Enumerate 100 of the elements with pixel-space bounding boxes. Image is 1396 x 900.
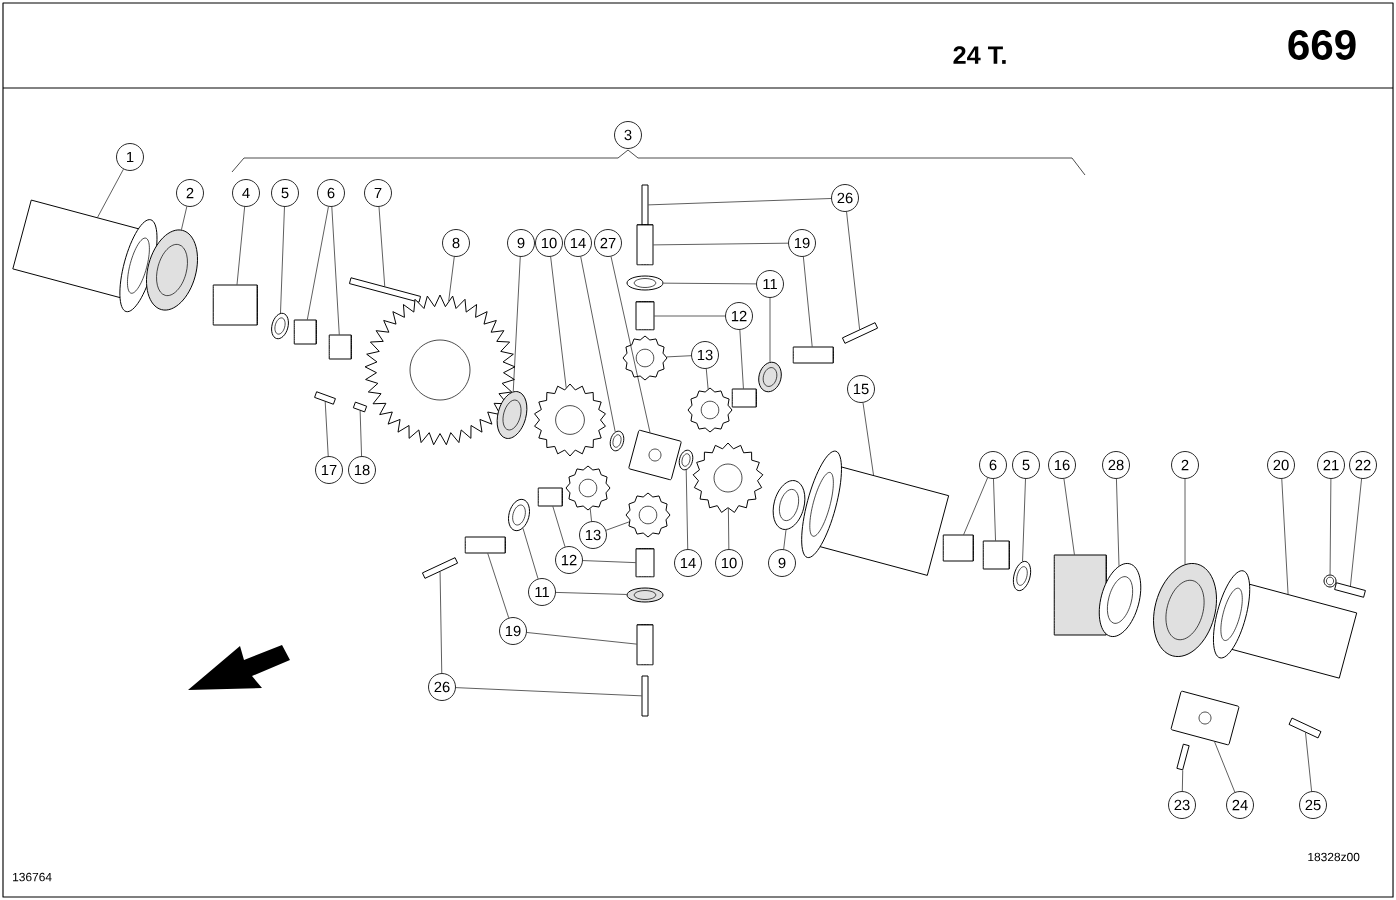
bolt xyxy=(1176,743,1190,771)
callout-number: 19 xyxy=(788,229,816,257)
leader-line xyxy=(846,211,860,330)
callout-number: 6 xyxy=(979,451,1007,479)
callout-number: 1 xyxy=(116,143,144,171)
leader-line xyxy=(97,168,124,218)
bushing xyxy=(635,301,655,331)
leader-line xyxy=(653,242,789,246)
bushing xyxy=(942,534,974,562)
page-number: 669 xyxy=(1288,30,1356,60)
callout-number: 9 xyxy=(768,549,796,577)
leader-line xyxy=(654,315,726,317)
callout-number: 2 xyxy=(1171,451,1199,479)
callout-number: 10 xyxy=(715,549,743,577)
leader-line xyxy=(439,571,443,674)
callout-number: 12 xyxy=(725,302,753,330)
bolt xyxy=(348,277,422,303)
callout-number: 3 xyxy=(614,121,642,149)
leader-line xyxy=(993,478,996,541)
ring xyxy=(758,361,782,393)
callout-number: 12 xyxy=(555,546,583,574)
bushing xyxy=(328,334,352,360)
gear xyxy=(364,294,516,446)
ring xyxy=(678,449,694,471)
leader-line xyxy=(181,206,188,230)
leader-line xyxy=(582,560,636,563)
callout-number: 15 xyxy=(847,375,875,403)
ring xyxy=(508,498,530,532)
leader-line xyxy=(783,529,787,550)
leader-line xyxy=(589,508,592,522)
bushing xyxy=(982,540,1010,570)
gear xyxy=(534,383,606,457)
callout-number: 23 xyxy=(1168,791,1196,819)
bushing xyxy=(212,284,258,326)
bolt xyxy=(314,391,336,405)
leader-line xyxy=(803,256,813,347)
bushing xyxy=(635,548,655,578)
bolt xyxy=(352,401,368,413)
leader-line xyxy=(1350,478,1362,587)
leader-line xyxy=(236,206,245,285)
callout-number: 7 xyxy=(364,179,392,207)
ring xyxy=(1098,562,1142,638)
leader-line xyxy=(307,206,329,320)
leader-line xyxy=(555,592,627,595)
callout-number: 9 xyxy=(507,229,535,257)
bushing xyxy=(537,487,563,507)
callout-number: 14 xyxy=(564,229,592,257)
leader-line xyxy=(552,506,566,547)
part xyxy=(1170,690,1240,746)
bolt xyxy=(1334,582,1366,598)
callout-number: 11 xyxy=(756,270,784,298)
leader-line xyxy=(1214,741,1236,793)
callout-number: 11 xyxy=(528,578,556,606)
bolt xyxy=(421,557,459,579)
leader-line xyxy=(648,198,832,206)
bolt xyxy=(1288,717,1322,739)
callout-number: 25 xyxy=(1299,791,1327,819)
leader-line xyxy=(512,256,521,392)
callout-number: 4 xyxy=(232,179,260,207)
heading-text: 24 T. xyxy=(953,46,1006,64)
callout-number: 24 xyxy=(1226,791,1254,819)
callout-number: 17 xyxy=(315,456,343,484)
leader-line xyxy=(324,401,329,457)
bushing xyxy=(1053,554,1107,636)
leader-line xyxy=(487,553,509,619)
leader-line xyxy=(739,329,744,389)
bolt xyxy=(641,184,649,226)
callout-number: 13 xyxy=(691,341,719,369)
leader-line xyxy=(331,206,340,335)
leader-line xyxy=(455,687,642,697)
leader-line xyxy=(685,469,689,550)
callout-number: 27 xyxy=(594,229,622,257)
callout-number: 16 xyxy=(1048,451,1076,479)
leader-line xyxy=(526,632,637,645)
callout-number: 2 xyxy=(176,179,204,207)
callout-number: 18 xyxy=(348,456,376,484)
ring xyxy=(626,587,664,603)
callout-number: 13 xyxy=(579,521,607,549)
bushing xyxy=(293,319,317,345)
callout-number: 10 xyxy=(535,229,563,257)
leader-line xyxy=(280,206,285,314)
bushing xyxy=(464,536,506,554)
leader-line xyxy=(359,410,362,457)
ring xyxy=(146,229,198,311)
ring xyxy=(1153,563,1217,657)
leader-line xyxy=(522,528,539,579)
leader-line xyxy=(1305,732,1312,792)
callout-number: 21 xyxy=(1317,451,1345,479)
leader-line xyxy=(1022,478,1026,562)
leader-line xyxy=(580,256,616,433)
leader-line xyxy=(963,477,988,535)
bushing xyxy=(731,388,757,408)
ring xyxy=(496,391,528,439)
housing xyxy=(12,199,158,313)
ring xyxy=(271,312,289,340)
bushing xyxy=(792,346,834,364)
leader-line xyxy=(550,256,567,388)
gear xyxy=(622,335,668,381)
bushing xyxy=(636,224,654,266)
ring xyxy=(1323,574,1337,588)
